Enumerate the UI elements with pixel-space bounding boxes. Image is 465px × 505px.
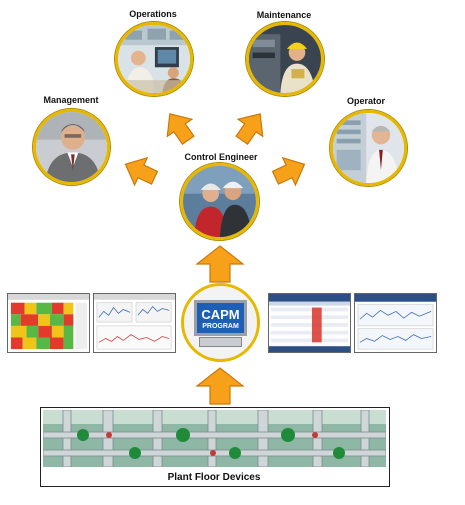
- capm-monitor-base: [199, 337, 242, 347]
- plant-photo-icon: [43, 410, 386, 467]
- arrow-to-capm-icon: [195, 367, 245, 405]
- control-engineer-label: Control Engineer: [184, 152, 258, 162]
- maintenance-photo-icon: [249, 25, 321, 93]
- heatmap-screen-icon: [8, 294, 89, 352]
- control-engineer-photo-icon: [183, 166, 256, 237]
- arrow-to-management-icon: [124, 156, 159, 187]
- plant-floor-label: Plant Floor Devices: [167, 472, 261, 483]
- plant-floor-photo: [43, 410, 386, 467]
- arrow-to-control-engineer-icon: [195, 245, 245, 283]
- maintenance-photo: [246, 22, 324, 96]
- management-label: Management: [43, 95, 99, 105]
- operator-photo-icon: [333, 113, 404, 183]
- management-photo: [33, 109, 110, 185]
- chart-screen-icon: [355, 294, 436, 352]
- operations-label: Operations: [129, 9, 177, 19]
- operations-photo: [115, 22, 193, 96]
- arrow-to-maintenance-icon: [235, 113, 264, 145]
- table-screen-thumbnail: [268, 293, 351, 353]
- table-screen-icon: [269, 294, 350, 352]
- arrow-to-operations-icon: [166, 113, 195, 145]
- trend-screen-icon: [94, 294, 175, 352]
- chart-screen-thumbnail: [354, 293, 437, 353]
- maintenance-label: Maintenance: [256, 10, 312, 20]
- trend-screen-thumbnail: [93, 293, 176, 353]
- operations-photo-icon: [118, 25, 190, 93]
- capm-subtitle: PROGRAM: [202, 323, 239, 330]
- arrow-to-operator-icon: [271, 156, 306, 187]
- operator-label: Operator: [346, 96, 386, 106]
- operator-photo: [330, 110, 407, 186]
- capm-program-screen: CAPM PROGRAM: [194, 300, 247, 336]
- control-engineer-photo: [180, 163, 259, 240]
- heatmap-screen-thumbnail: [7, 293, 90, 353]
- capm-title: CAPM: [201, 307, 240, 322]
- management-photo-icon: [36, 112, 107, 182]
